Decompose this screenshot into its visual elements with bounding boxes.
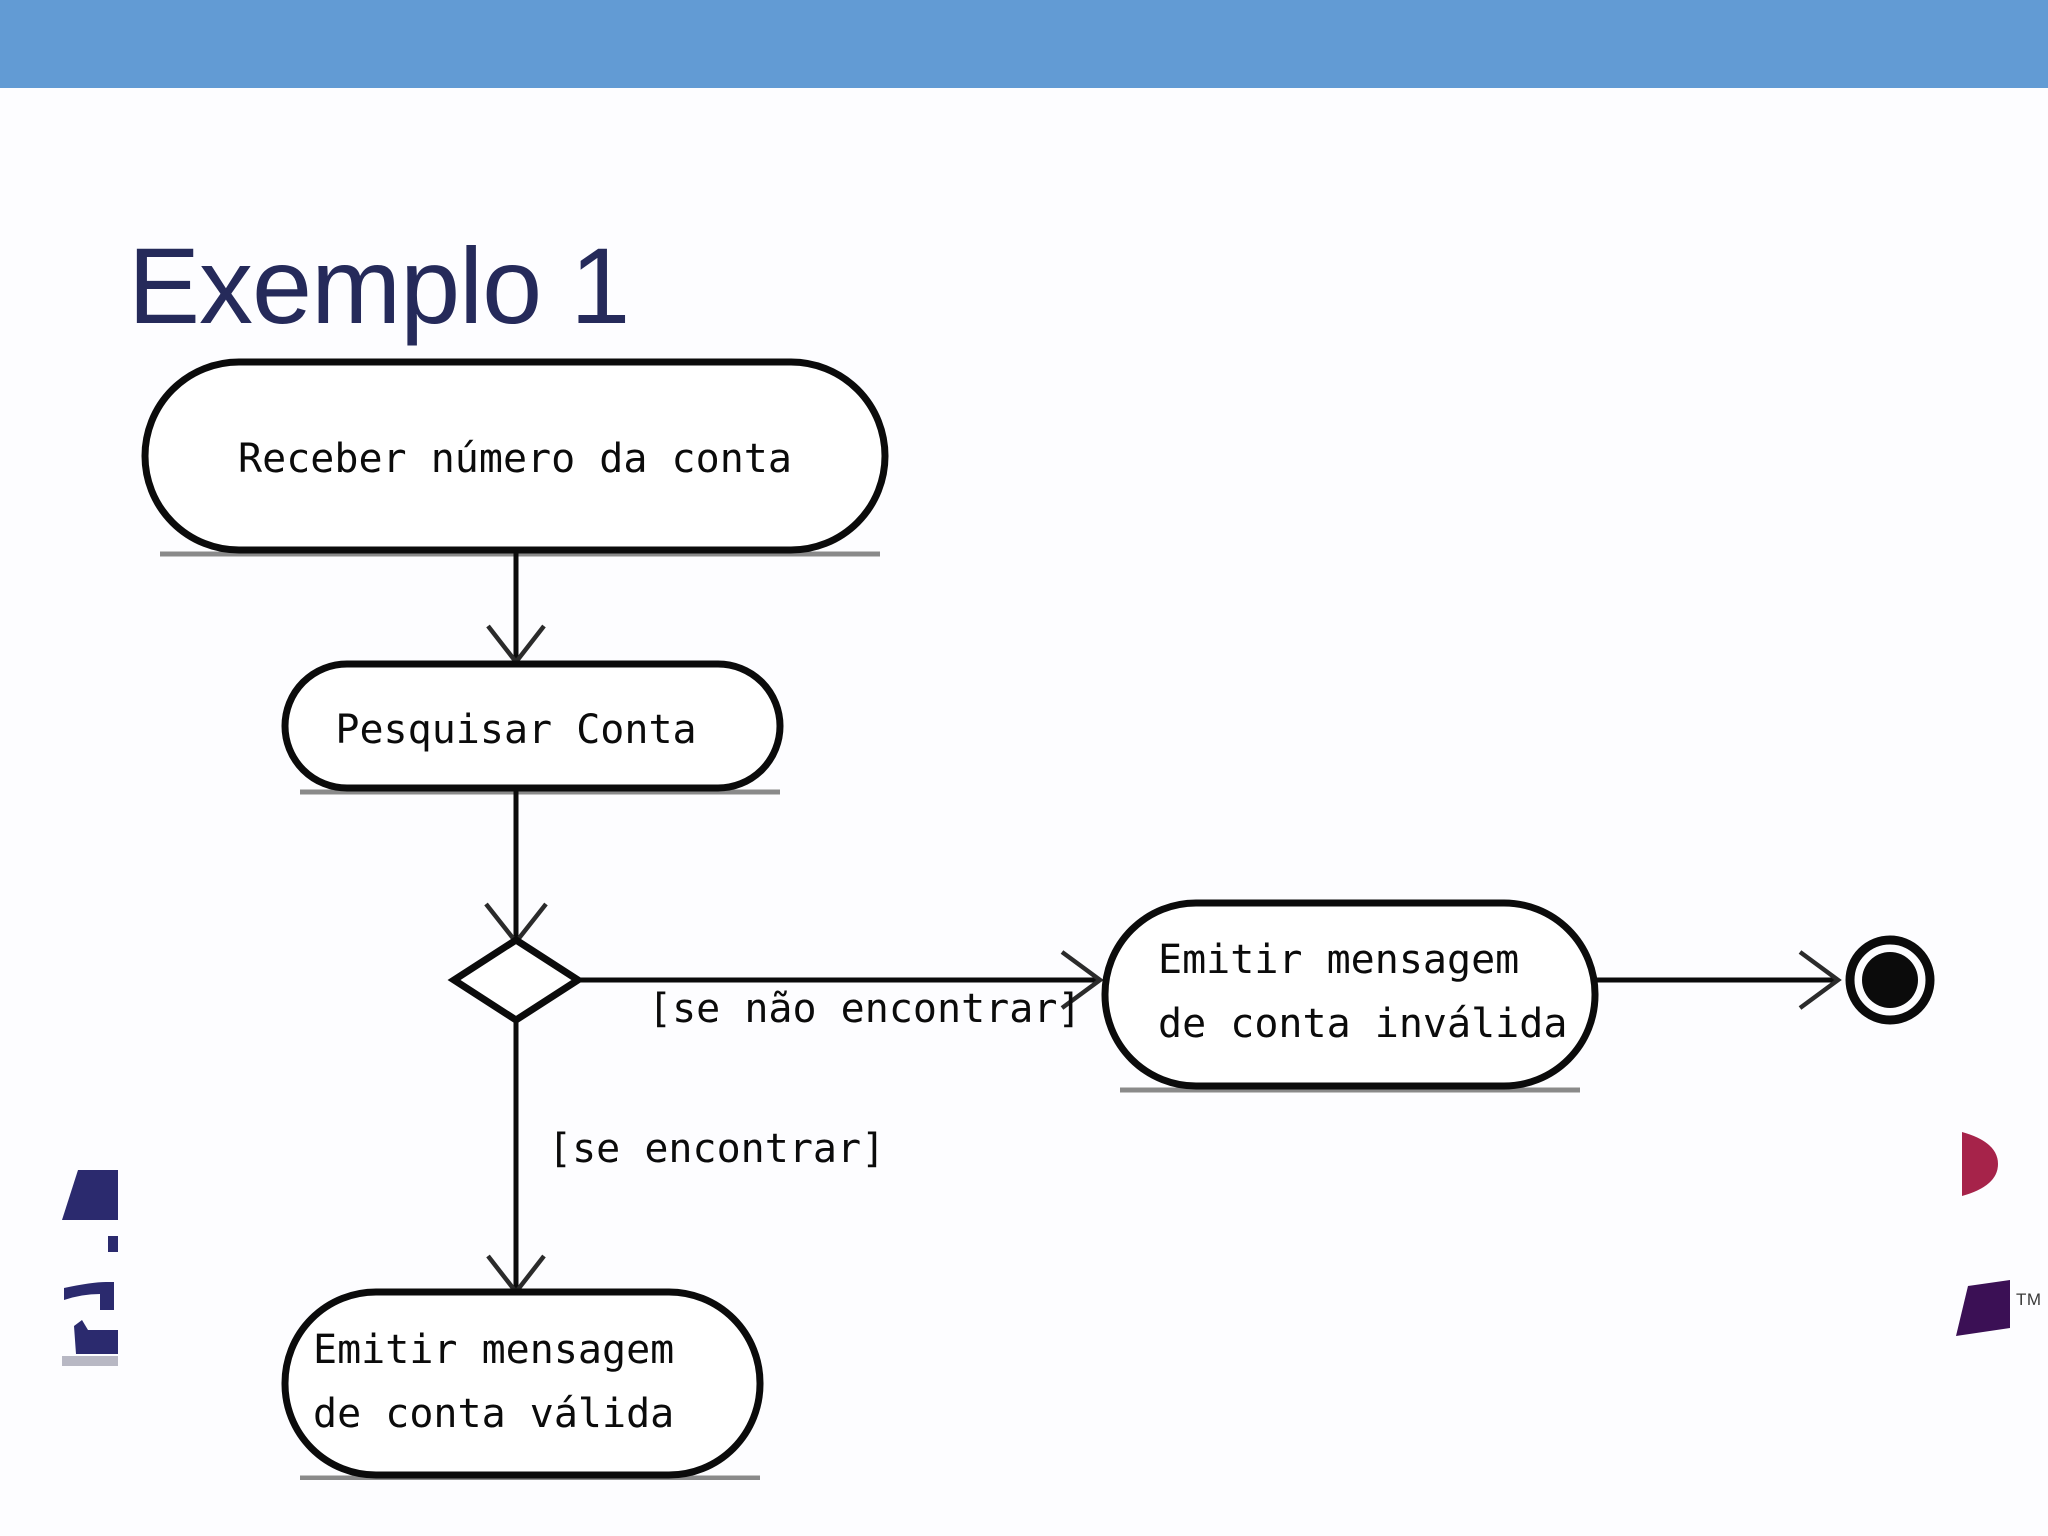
- node-shape-stadium: [281, 660, 784, 792]
- uml-activity-diagram: Receber número da conta Pesquisar Conta: [141, 358, 1935, 1480]
- corner-logo-left: [40, 1158, 190, 1368]
- logo-left-glyphs: [62, 1170, 118, 1366]
- logo-shape-base: [74, 1320, 118, 1354]
- logo-shape-triangle: [62, 1170, 118, 1220]
- activity-node-emit-valid-message[interactable]: Emitir mensagem de conta válida: [281, 1288, 764, 1480]
- activity-node-search-account[interactable]: Pesquisar Conta: [281, 660, 784, 795]
- node-shape-stadium: [1101, 899, 1599, 1090]
- final-state-core: [1862, 952, 1918, 1008]
- logo-shape-swoosh: [64, 1266, 114, 1310]
- logo-shape-caption: [62, 1356, 118, 1366]
- arrow-head-open: [1798, 950, 1842, 1010]
- activity-label-search-account: Pesquisar Conta: [335, 707, 696, 753]
- corner-logo-purple: [1952, 1278, 2014, 1342]
- decision-diamond-node[interactable]: [447, 935, 585, 1025]
- header-bar: [0, 0, 2048, 88]
- decision-shape: [447, 935, 585, 1025]
- guard-label-found: [se encontrar]: [548, 1126, 885, 1172]
- arrow-head-open: [1060, 950, 1104, 1010]
- crimson-half-disc-icon: [1962, 1132, 1998, 1196]
- flow-receive-to-search: [486, 550, 546, 666]
- page-title: Exemplo 1: [128, 225, 630, 347]
- guard-label-not-found: [se não encontrar]: [648, 986, 1081, 1032]
- trademark-label: TM: [2016, 1290, 2042, 1309]
- activity-label-emit-valid-message-line1: Emitir mensagem: [313, 1327, 674, 1373]
- logo-shape-dot: [108, 1236, 118, 1252]
- node-shape-stadium: [281, 1288, 764, 1479]
- activity-node-receive-account-number[interactable]: Receber número da conta: [141, 358, 889, 557]
- flow-invalid-to-final: [1595, 950, 1842, 1010]
- flow-search-to-decision: [484, 788, 548, 946]
- activity-label-receive-account-number: Receber número da conta: [238, 436, 792, 482]
- activity-label-emit-valid-message-line2: de conta válida: [313, 1391, 674, 1437]
- activity-node-emit-invalid-message[interactable]: Emitir mensagem de conta inválida: [1101, 899, 1599, 1093]
- flow-decision-not-found: [se não encontrar]: [578, 950, 1104, 1032]
- activity-label-emit-invalid-message-line1: Emitir mensagem: [1158, 937, 1519, 983]
- flow-decision-found: [se encontrar]: [486, 1020, 885, 1296]
- activity-diagram-container: Receber número da conta Pesquisar Conta: [0, 300, 2048, 1480]
- parallelogram-shape: [1956, 1280, 2010, 1336]
- activity-label-emit-invalid-message-line2: de conta inválida: [1158, 1001, 1567, 1047]
- corner-logo-crimson: [1958, 1128, 2002, 1200]
- half-disc-shape: [1962, 1132, 1998, 1196]
- final-state-ring: [1845, 935, 1935, 1025]
- final-state-node[interactable]: [1845, 935, 1935, 1025]
- purple-parallelogram-icon: [1956, 1280, 2010, 1336]
